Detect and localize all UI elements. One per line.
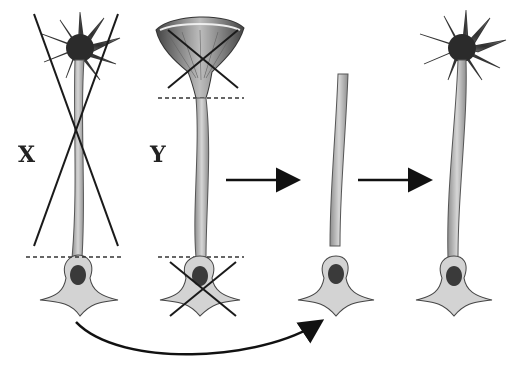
cell-x-nucleus	[70, 265, 86, 285]
regenerated-nucleus	[446, 266, 462, 286]
cell-y	[156, 17, 244, 316]
cell-x-stalk	[72, 60, 84, 258]
cell-y-stalk	[195, 98, 209, 258]
grafted-cell	[298, 74, 374, 316]
arrow-x-base-to-graft	[76, 322, 320, 354]
label-x: X	[18, 142, 35, 168]
grafted-nucleus	[328, 264, 344, 284]
cell-x-rhizoid-base	[40, 255, 118, 316]
label-y: Y	[150, 142, 166, 168]
regenerated-cell	[416, 10, 506, 316]
grafted-stalk	[330, 74, 348, 246]
cell-x	[26, 12, 122, 316]
grafted-rhizoid-base	[298, 256, 374, 316]
regenerated-stalk	[448, 60, 467, 258]
regenerated-rhizoid-base	[416, 256, 492, 316]
